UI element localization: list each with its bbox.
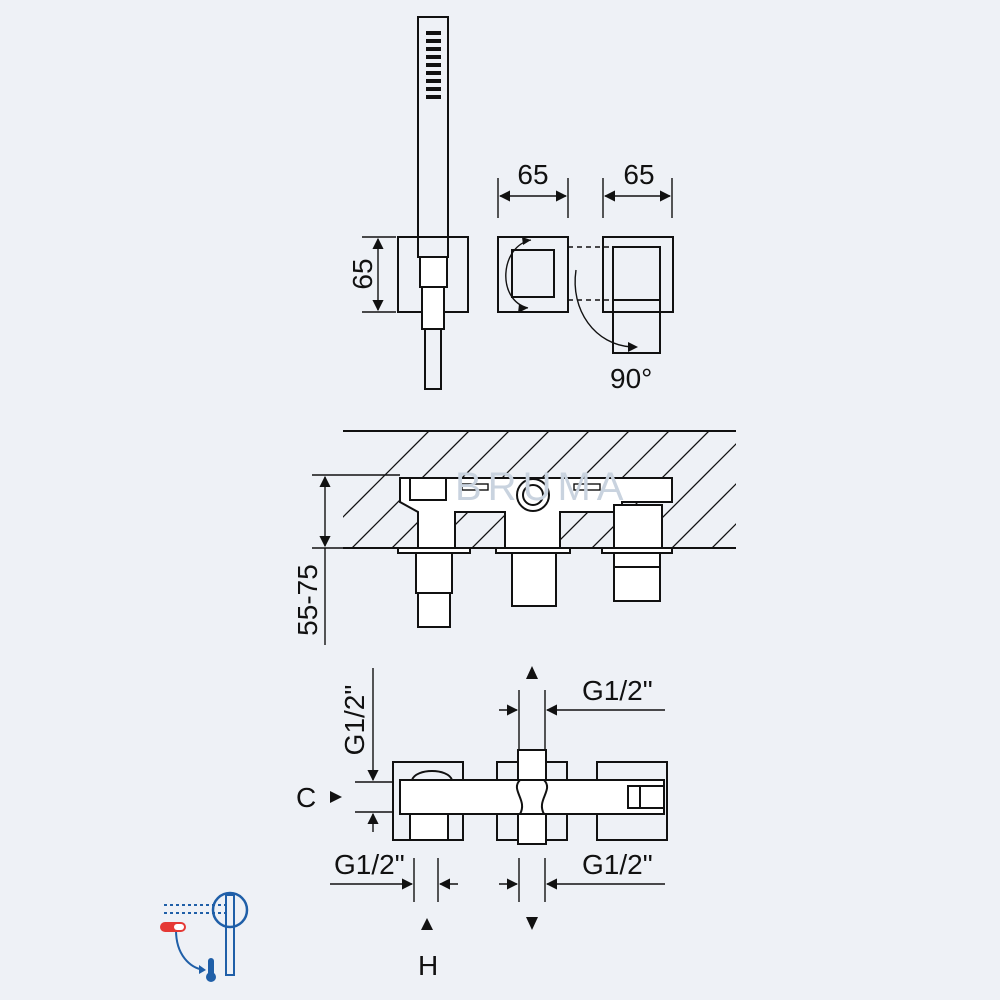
dim-thread-left-vertical: G1/2" [339, 685, 370, 756]
hand-shower-front-view [397, 16, 469, 390]
spray-nozzles [426, 31, 441, 99]
dim-rotation: 90° [610, 363, 652, 394]
shower-handle [417, 16, 449, 258]
body-bar [399, 779, 665, 815]
arrow-down-icon [526, 917, 538, 930]
dimension-wall-depth: 55-75 [292, 474, 400, 645]
dimension-thread-bottom-left: G1/2" H [330, 849, 458, 981]
arrow-up-icon [526, 666, 538, 679]
shower-hose [424, 328, 442, 390]
outlet-arc [411, 770, 453, 781]
label-cold: C [296, 782, 316, 813]
dim-wall-depth: 55-75 [292, 564, 323, 636]
dim-width-2: 65 [623, 159, 654, 190]
inlet-bottom-center [517, 813, 547, 845]
dimension-thread-left-vertical: G1/2" C [296, 668, 393, 832]
control-knob-rotation-view: 90° [497, 236, 674, 394]
dim-thread-bottom-left: G1/2" [334, 849, 405, 880]
dim-thread-bottom-right: G1/2" [582, 849, 653, 880]
rotation-arc-left [505, 239, 532, 309]
knob-plate-right [602, 236, 674, 313]
dimension-top-widths: 65 65 [497, 159, 673, 218]
watermark: BRUMA [455, 465, 629, 509]
label-hot: H [418, 950, 438, 981]
valve-body-top-view [392, 749, 668, 845]
arrow-right-icon [330, 791, 342, 803]
hose-connector [419, 256, 448, 288]
knob-lever [612, 246, 661, 354]
diverter-circle [516, 478, 550, 512]
arrow-up-icon [421, 918, 433, 930]
inlet-top-center [517, 749, 547, 781]
rotation-arc-right [574, 269, 633, 348]
knob-plate-left [497, 236, 569, 313]
hose-nut [421, 286, 445, 330]
mixer-lever-icon [164, 891, 249, 976]
wall-section: BRUMA [343, 430, 736, 628]
dimension-thread-top-right: G1/2" [499, 666, 665, 750]
dimension-holder-height: 65 [347, 236, 396, 313]
dim-thread-top-right: G1/2" [582, 675, 653, 706]
dim-width-1: 65 [517, 159, 548, 190]
dimension-thread-bottom-right: G1/2" [499, 849, 665, 930]
thermometer-icon [160, 922, 216, 982]
dim-holder-height: 65 [347, 258, 378, 289]
knob-square [511, 249, 555, 298]
